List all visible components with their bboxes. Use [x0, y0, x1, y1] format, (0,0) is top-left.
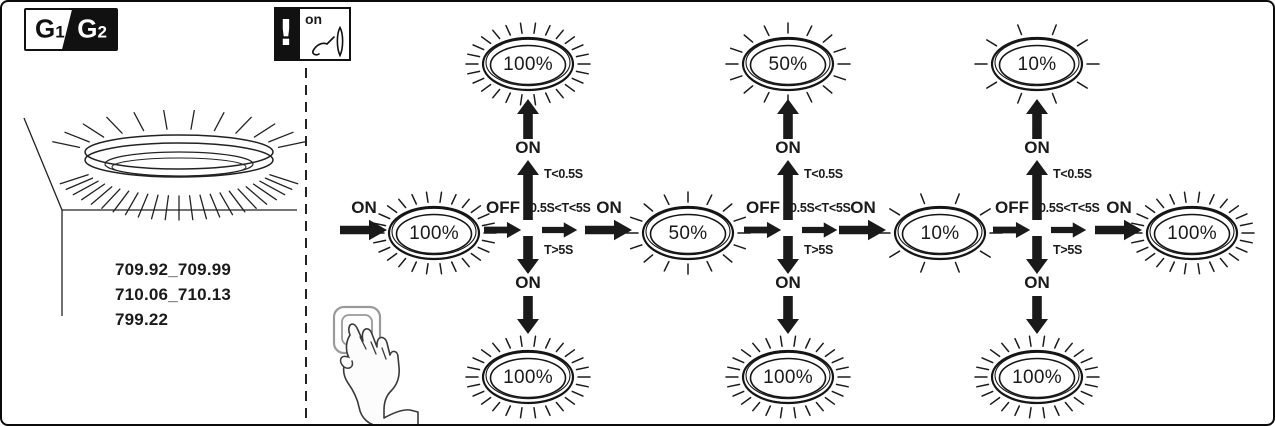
- lamp-state-mid-col3: 10%: [865, 185, 1015, 281]
- label-on-up-col2: ON: [775, 138, 801, 157]
- label-on-col1: ON: [351, 198, 377, 217]
- down-arrow-icon-col1b: [517, 296, 539, 334]
- dashed-divider: [305, 68, 307, 422]
- lamp-state-bottom-col3: 100%: [962, 329, 1112, 424]
- on-arrow-icon-col1: [340, 219, 387, 241]
- off-arrow-icon-col1: [484, 221, 522, 239]
- label-long-press-col1: T>5S: [544, 243, 574, 257]
- label-on-col2: ON: [596, 198, 622, 217]
- lamp-state-final: 100%: [1117, 185, 1267, 281]
- product-number: 799.22: [115, 310, 169, 329]
- down-arrow-icon-col3: [1026, 236, 1048, 274]
- label-short-press-col2: T<0.5S: [804, 167, 843, 181]
- label-on-up-col3: ON: [1024, 138, 1050, 157]
- brightness-value: 50%: [768, 54, 808, 75]
- on-arrow-icon-col2: [585, 219, 632, 241]
- brightness-value: 100%: [503, 367, 553, 388]
- label-off-col3: OFF: [995, 198, 1029, 217]
- label-medium-press-col3: 0.5S<T<5S: [1039, 201, 1100, 215]
- lamp-state-top-col2: 50%: [713, 16, 863, 112]
- brightness-value: 100%: [409, 223, 459, 244]
- wall-switch-hand-icon: [332, 305, 419, 424]
- up-arrow-icon-col2: [777, 160, 799, 220]
- label-on-col3: ON: [850, 198, 876, 217]
- label-short-press-col3: T<0.5S: [1053, 167, 1092, 181]
- on-label: on: [305, 11, 323, 27]
- lamp-state-bottom-col2: 100%: [713, 329, 863, 424]
- next-arrow-icon-col3: [1051, 222, 1087, 238]
- brightness-value: 10%: [920, 223, 960, 244]
- label-short-press-col1: T<0.5S: [544, 167, 583, 181]
- product-number: 709.92_709.99: [115, 260, 232, 279]
- product-numbers: 709.92_709.99 710.06_710.13 799.22: [115, 257, 231, 332]
- label-long-press-col3: T>5S: [1053, 243, 1083, 257]
- down-arrow-icon-col2: [777, 236, 799, 274]
- press-switch-icon: [312, 26, 344, 58]
- label-medium-press-col1: 0.5S<T<5S: [530, 201, 591, 215]
- label-long-press-col2: T>5S: [804, 243, 834, 257]
- next-arrow-icon-col2: [802, 222, 838, 238]
- down-arrow-icon-col1: [517, 236, 539, 274]
- label-off-col1: OFF: [486, 198, 520, 217]
- on-arrow-icon-col3: [839, 219, 886, 241]
- up-arrow-icon-col3: [1026, 160, 1048, 220]
- brightness-value: 50%: [668, 223, 708, 244]
- on-arrow-icon-final: [1095, 219, 1142, 241]
- switch-on-notice-icon: ! on: [274, 7, 351, 61]
- brightness-value: 100%: [763, 367, 813, 388]
- label-on-up-col1: ON: [515, 138, 541, 157]
- up-arrow-icon-col3b: [1026, 99, 1048, 139]
- label-on-down-col1: ON: [515, 273, 541, 292]
- label-on-down-col3: ON: [1024, 273, 1050, 292]
- next-arrow-icon-col1: [542, 222, 578, 238]
- down-arrow-icon-col3b: [1026, 296, 1048, 334]
- off-arrow-icon-col3: [993, 221, 1031, 239]
- lamp-state-top-col3: 10%: [962, 16, 1112, 112]
- ceiling-lamp-illustration: [23, 110, 306, 316]
- label-on-down-col2: ON: [775, 273, 801, 292]
- switch-on-icon: on: [298, 7, 351, 61]
- lamp-state-mid-col1: 100%: [359, 185, 509, 281]
- off-arrow-icon-col2: [744, 221, 782, 239]
- up-arrow-icon-col2b: [777, 99, 799, 139]
- label-on-final: ON: [1106, 198, 1132, 217]
- product-number: 710.06_710.13: [115, 285, 232, 304]
- lamp-state-bottom-col1: 100%: [453, 329, 603, 424]
- lamp-state-mid-col2: 50%: [613, 185, 763, 281]
- label-medium-press-col2: 0.5S<T<5S: [790, 201, 851, 215]
- exclamation-icon: !: [274, 7, 298, 61]
- brightness-value: 100%: [503, 54, 553, 75]
- lamp-state-top-col1: 100%: [453, 16, 603, 112]
- brightness-value: 100%: [1012, 367, 1062, 388]
- brightness-value: 10%: [1017, 54, 1057, 75]
- label-off-col2: OFF: [746, 198, 780, 217]
- down-arrow-icon-col2b: [777, 296, 799, 334]
- brightness-value: 100%: [1167, 223, 1217, 244]
- up-arrow-icon-col1: [517, 160, 539, 220]
- up-arrow-icon-col1b: [517, 99, 539, 139]
